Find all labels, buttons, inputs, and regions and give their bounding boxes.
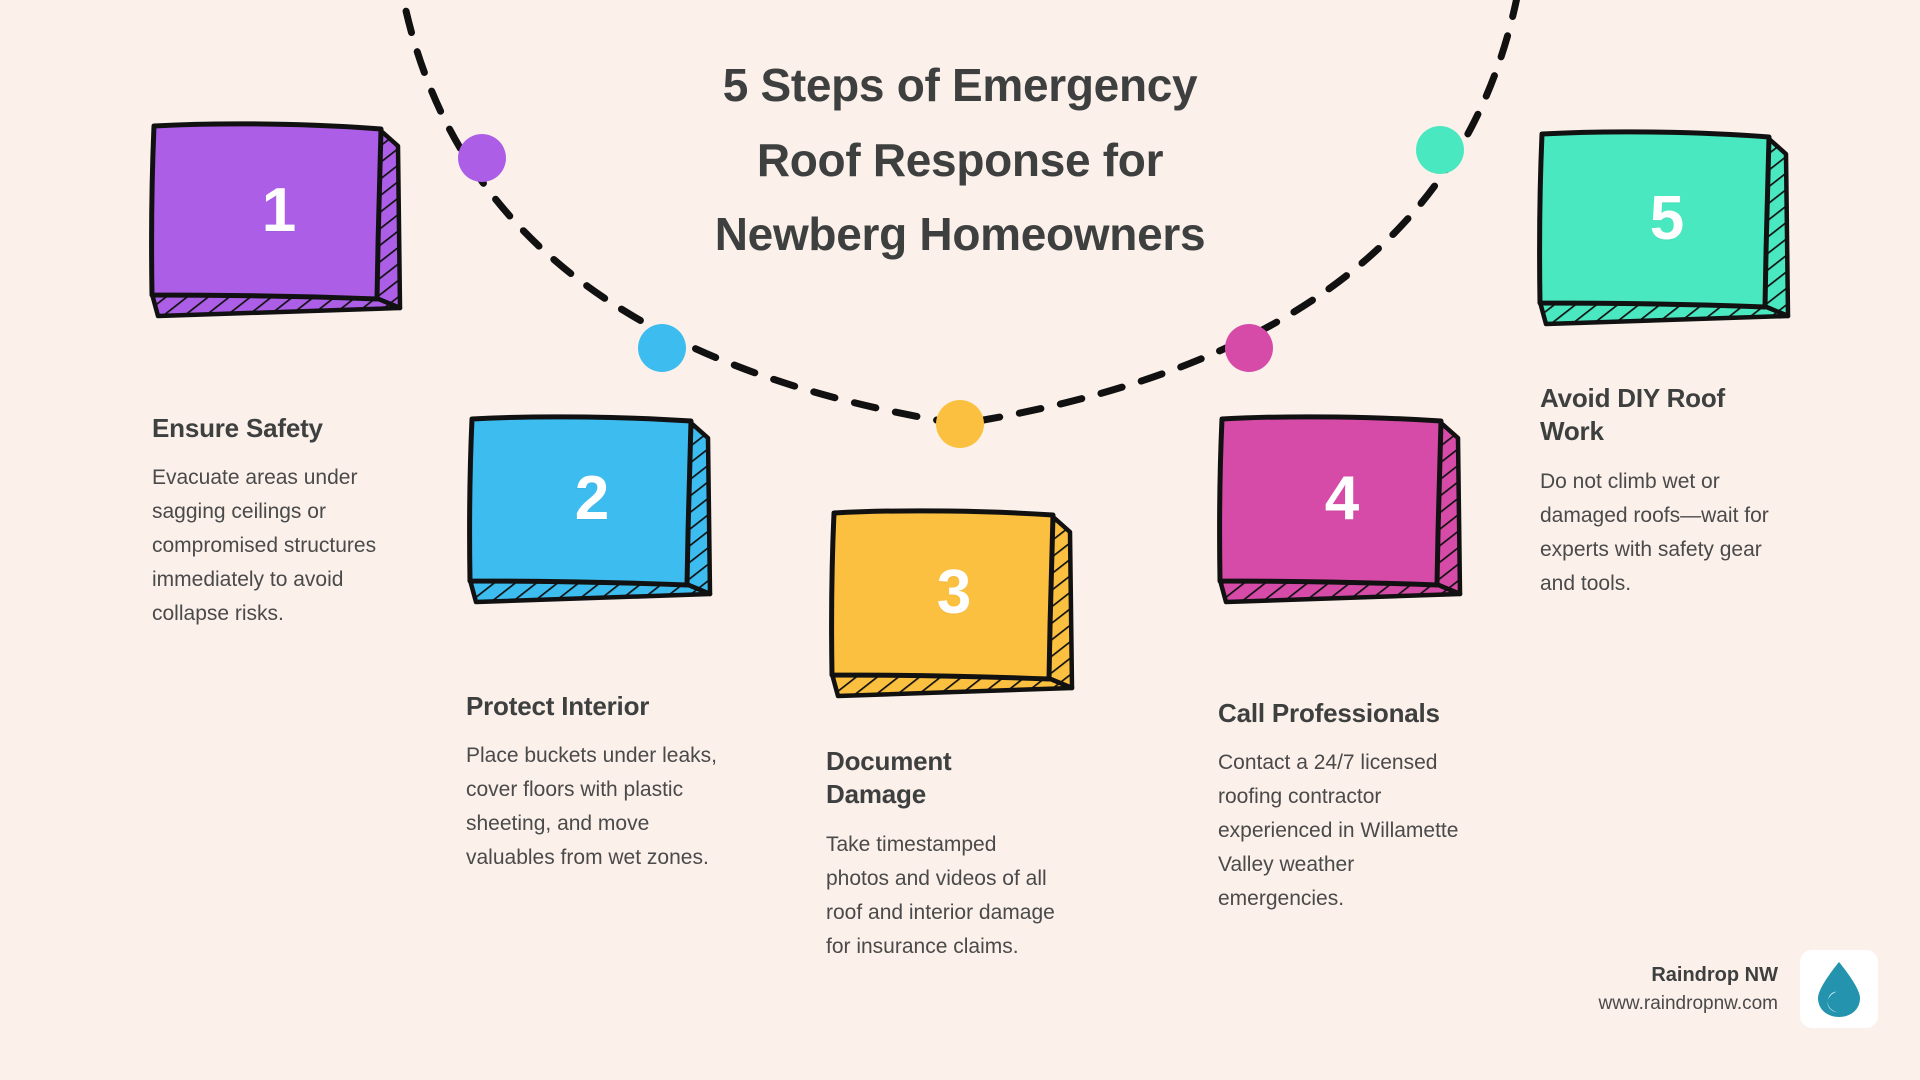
step-body-1: Evacuate areas under sagging ceilings or…: [152, 466, 377, 626]
title-line-1: 5 Steps of Emergency: [722, 59, 1198, 111]
curve-dot-step-2: [638, 324, 686, 372]
step-heading-3: Document Damage: [826, 746, 952, 810]
step-card-1[interactable]: 1: [148, 112, 410, 330]
brand-text: Raindrop NW www.raindropnw.com: [1598, 960, 1778, 1019]
water-drop-icon: [1818, 962, 1860, 1017]
card-3-face: [829, 508, 1056, 682]
step-body-2: Place buckets under leaks, cover floors …: [466, 744, 717, 870]
curve-dot-step-5: [1416, 126, 1464, 174]
curve-dot-step-4: [1225, 324, 1273, 372]
brand-url[interactable]: www.raindropnw.com: [1598, 992, 1778, 1014]
step-card-1-number: 1: [261, 176, 297, 245]
page-title: 5 Steps of Emergency Roof Response for N…: [560, 48, 1360, 272]
step-card-5[interactable]: 5: [1536, 120, 1798, 338]
step-body-5: Do not climb wet or damaged roofs—wait f…: [1540, 469, 1769, 595]
step-body-3: Take timestamped photos and videos of al…: [826, 832, 1055, 958]
step-card-2-number: 2: [574, 464, 610, 533]
card-5-face: [1537, 129, 1772, 310]
step-card-4-number: 4: [1324, 464, 1360, 533]
brand-footer: Raindrop NW www.raindropnw.com: [1598, 950, 1878, 1028]
step-card-3[interactable]: 3: [828, 500, 1080, 712]
step-body-4: Contact a 24/7 licensed roofing contract…: [1218, 751, 1459, 911]
step-text-1: Ensure Safety Evacuate areas under saggi…: [152, 412, 408, 631]
step-heading-1: Ensure Safety: [152, 413, 323, 443]
title-line-3: Newberg Homeowners: [714, 208, 1206, 261]
step-heading-4: Call Professionals: [1218, 698, 1440, 728]
step-card-3-number: 3: [936, 558, 972, 627]
step-heading-5: Avoid DIY Roof Work: [1540, 383, 1725, 447]
step-text-3: Document Damage Take timestamped photos …: [826, 745, 1058, 964]
curve-dot-step-3: [936, 400, 984, 448]
title-line-2: Roof Response for: [756, 133, 1164, 186]
brand-name: Raindrop NW: [1651, 963, 1778, 986]
step-text-5: Avoid DIY Roof Work Do not climb wet or …: [1540, 382, 1790, 601]
curve-dot-step-1: [458, 134, 506, 182]
card-1-face: [149, 121, 384, 302]
step-card-2[interactable]: 2: [466, 406, 718, 618]
step-text-4: Call Professionals Contact a 24/7 licens…: [1218, 697, 1480, 916]
step-card-4[interactable]: 4: [1216, 406, 1468, 618]
step-card-5-number: 5: [1649, 184, 1685, 253]
step-text-2: Protect Interior Place buckets under lea…: [466, 690, 720, 875]
brand-logo: [1800, 950, 1878, 1028]
step-heading-2: Protect Interior: [466, 691, 650, 721]
